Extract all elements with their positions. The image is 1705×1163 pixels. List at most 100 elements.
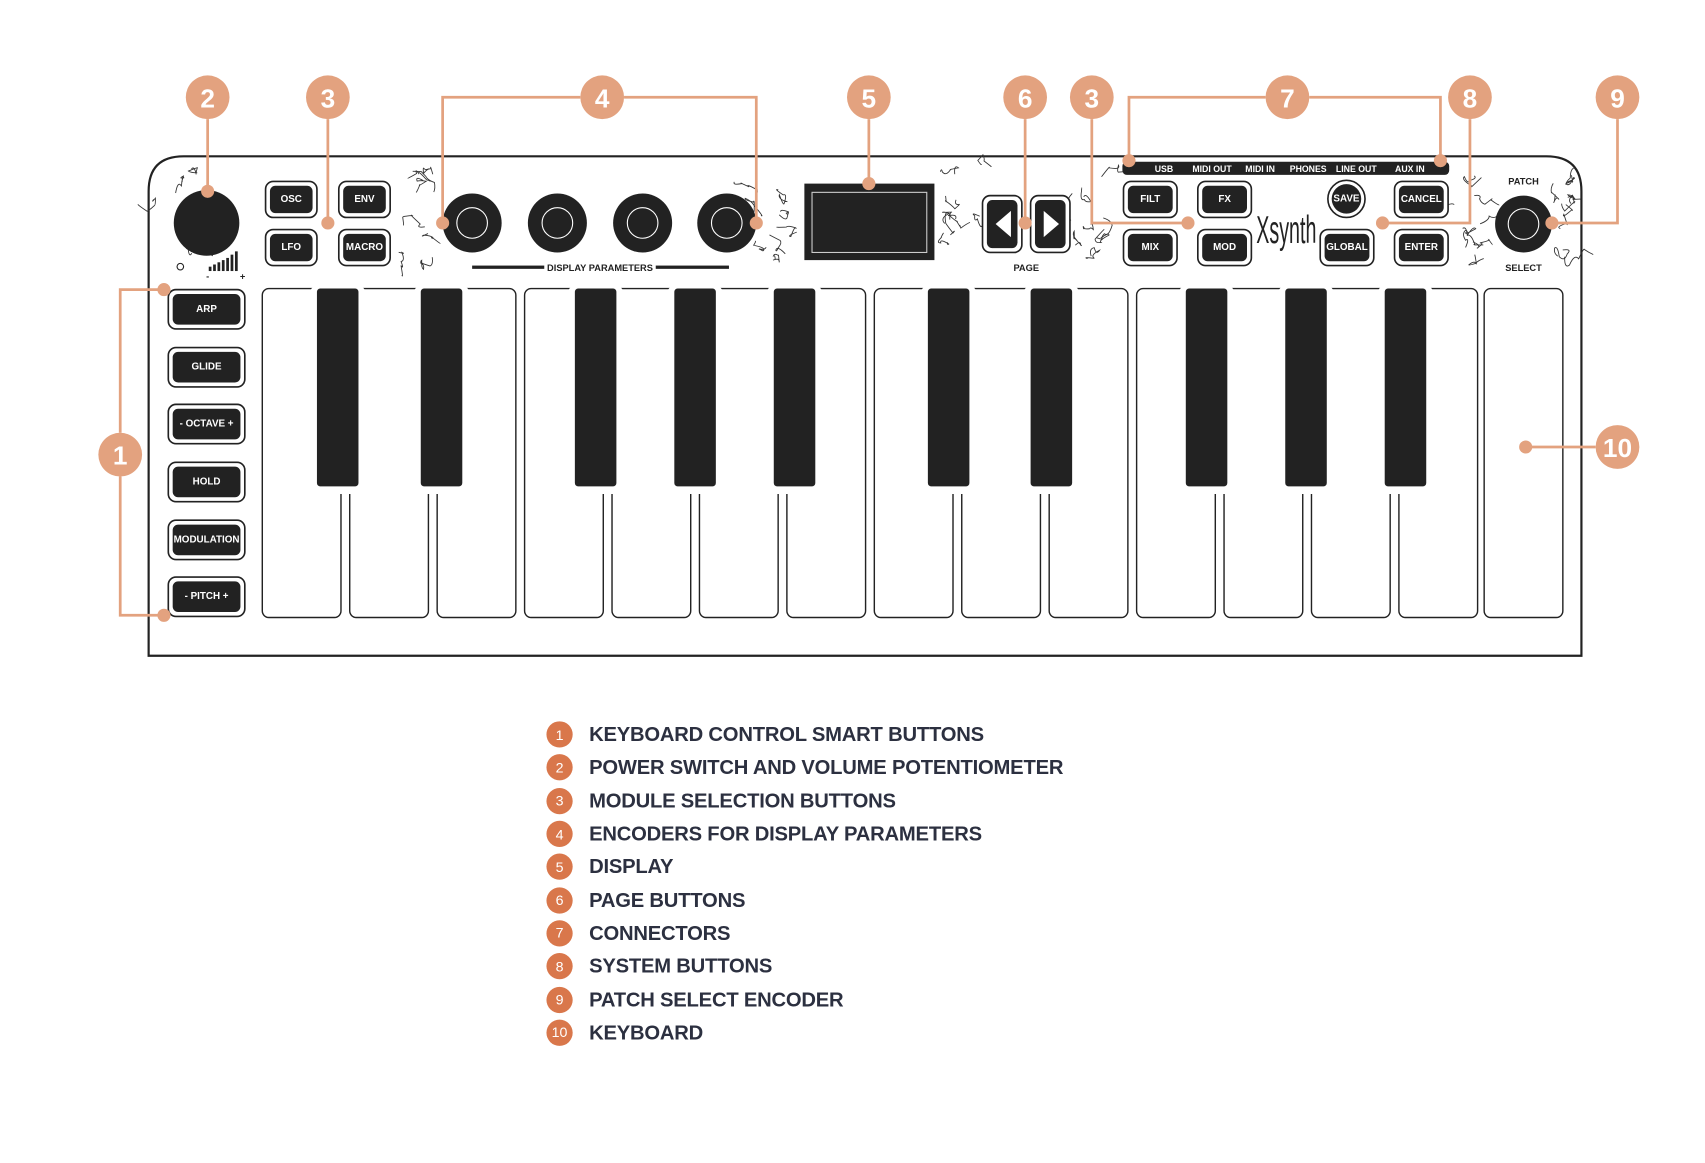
mod-button[interactable]: MOD xyxy=(1196,228,1253,267)
connector-label: AUX IN xyxy=(1395,164,1425,174)
pitch-button[interactable]: - PITCH + xyxy=(167,576,246,618)
connector-label: USB xyxy=(1155,164,1173,174)
hold-button[interactable]: HOLD xyxy=(167,461,246,503)
callout-badge: 7 xyxy=(1265,75,1310,120)
callout-badge: 6 xyxy=(1003,75,1047,120)
black-key[interactable] xyxy=(1384,288,1427,487)
arrow-left-icon xyxy=(995,210,1011,238)
callout-number: 10 xyxy=(1603,433,1632,463)
callout-badge: 5 xyxy=(846,75,891,120)
encoder-4[interactable] xyxy=(697,193,757,253)
black-key[interactable] xyxy=(316,288,359,487)
mod-button-label: MOD xyxy=(1213,242,1236,253)
connectors-strip xyxy=(1122,161,1450,175)
legend-number: 10 xyxy=(546,1019,573,1046)
callout-number: 9 xyxy=(1610,83,1625,113)
callout-badge: 3 xyxy=(306,75,350,120)
callout-lines xyxy=(118,95,1619,617)
enter-button-label: ENTER xyxy=(1405,242,1438,253)
divider xyxy=(655,265,729,269)
callout-number: 3 xyxy=(1085,83,1100,113)
legend-text: POWER SWITCH AND VOLUME POTENTIOMETER xyxy=(589,755,1064,779)
legend-item: 2 POWER SWITCH AND VOLUME POTENTIOMETER xyxy=(546,751,1063,784)
black-key[interactable] xyxy=(773,288,816,487)
legend-text: KEYBOARD CONTROL SMART BUTTONS xyxy=(589,722,984,746)
legend-text: SYSTEM BUTTONS xyxy=(589,954,773,978)
glide-button[interactable]: GLIDE xyxy=(167,346,246,388)
select-label: SELECT xyxy=(1505,263,1542,273)
legend-item: 1 KEYBOARD CONTROL SMART BUTTONS xyxy=(546,718,1063,751)
encoder-1[interactable] xyxy=(442,193,502,253)
macro-button-label: MACRO xyxy=(346,242,383,253)
black-key[interactable] xyxy=(1185,288,1228,487)
save-button[interactable]: SAVE xyxy=(1327,179,1366,219)
patch-select-encoder[interactable] xyxy=(1495,195,1552,253)
callout-dots xyxy=(157,154,1559,622)
octave-button[interactable]: - OCTAVE + xyxy=(167,403,246,445)
legend-item: 8 SYSTEM BUTTONS xyxy=(546,950,1063,983)
callout-number: 1 xyxy=(113,441,128,471)
global-button-label: GLOBAL xyxy=(1326,242,1368,253)
mix-button[interactable]: MIX xyxy=(1122,228,1178,267)
connector-label: PHONES xyxy=(1290,164,1327,174)
brand-logo: Xsynth xyxy=(1256,207,1316,251)
page-label: PAGE xyxy=(1013,263,1039,273)
arp-button[interactable]: ARP xyxy=(167,288,246,330)
legend-text: ENCODERS FOR DISPLAY PARAMETERS xyxy=(589,821,982,845)
display-screen xyxy=(804,183,935,261)
legend-number: 7 xyxy=(546,920,573,947)
connector-label: MIDI IN xyxy=(1245,164,1275,174)
display-encoders xyxy=(442,193,757,253)
env-button[interactable]: ENV xyxy=(337,180,391,219)
osc-button[interactable]: OSC xyxy=(264,180,318,219)
filt-button[interactable]: FILT xyxy=(1122,180,1178,219)
cancel-button[interactable]: CANCEL xyxy=(1393,180,1449,219)
callout-badge: 1 xyxy=(98,432,143,477)
legend-text: CONNECTORS xyxy=(589,921,731,945)
callout-number: 2 xyxy=(200,83,215,113)
black-key[interactable] xyxy=(927,288,970,487)
encoder-3[interactable] xyxy=(613,193,673,253)
callout-number: 7 xyxy=(1280,83,1295,113)
black-key[interactable] xyxy=(420,288,463,487)
macro-button[interactable]: MACRO xyxy=(337,228,391,267)
legend-number: 1 xyxy=(546,721,573,748)
volume-minus-label: - xyxy=(206,272,209,282)
page-prev-button[interactable] xyxy=(981,194,1023,254)
legend: 1 KEYBOARD CONTROL SMART BUTTONS 2 POWER SW… xyxy=(546,718,1063,1049)
legend-text: MODULE SELECTION BUTTONS xyxy=(589,788,896,812)
callout-number: 5 xyxy=(862,83,877,113)
callout-badge: 9 xyxy=(1595,75,1640,120)
modulation-button[interactable]: MODULATION xyxy=(167,519,246,561)
octave-button-label: - OCTAVE + xyxy=(180,419,234,430)
legend-number: 8 xyxy=(546,953,573,980)
black-key[interactable] xyxy=(1285,288,1327,487)
arp-button-label: ARP xyxy=(196,304,217,315)
display-parameters-label: DISPLAY PARAMETERS xyxy=(547,263,653,273)
legend-number: 5 xyxy=(546,853,573,881)
fx-button[interactable]: FX xyxy=(1196,180,1253,219)
enter-button[interactable]: ENTER xyxy=(1393,228,1449,267)
encoder-2[interactable] xyxy=(527,193,587,253)
volume-plus-label: + xyxy=(240,272,246,282)
lfo-button[interactable]: LFO xyxy=(264,228,318,267)
callout-badge: 4 xyxy=(580,75,625,120)
black-key[interactable] xyxy=(574,288,617,487)
save-label: SAVE xyxy=(1333,193,1359,204)
volume-knob[interactable] xyxy=(173,190,240,256)
page-next-button[interactable] xyxy=(1029,194,1071,254)
global-button[interactable]: GLOBAL xyxy=(1319,228,1375,267)
callout-number: 6 xyxy=(1018,83,1033,113)
black-key[interactable] xyxy=(1030,288,1073,487)
legend-item: 7 CONNECTORS xyxy=(546,917,1063,950)
legend-number: 2 xyxy=(546,754,573,781)
callout-number: 4 xyxy=(595,83,610,113)
black-key[interactable] xyxy=(674,288,716,487)
callout-number: 8 xyxy=(1463,83,1478,113)
filt-button-label: FILT xyxy=(1140,194,1160,205)
